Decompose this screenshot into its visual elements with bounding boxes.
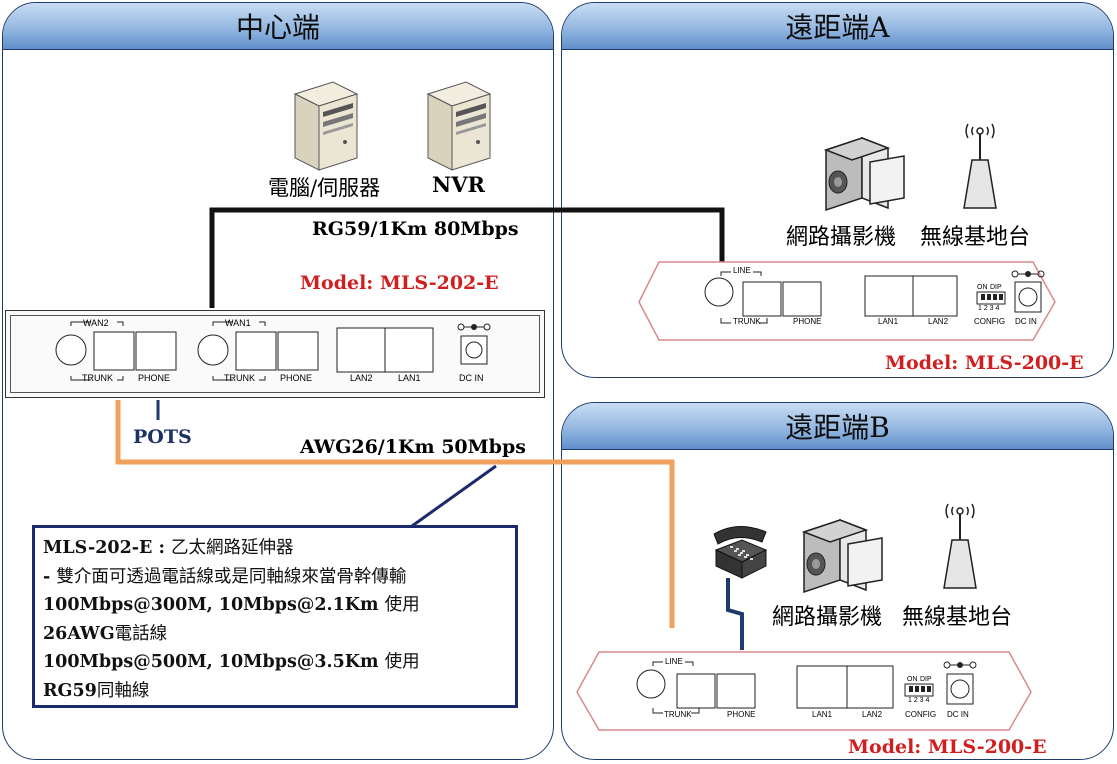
nvr-icon [426,81,492,171]
remote-a-lan1-label: LAN1 [878,317,899,326]
center-lan1-label: LAN1 [398,373,421,383]
server-icon [293,81,359,171]
wan1-trunk-label: TRUNK [224,373,255,383]
info-line-2: - 雙介面可透過電話線或是同軸線來當骨幹傳輸 [43,566,407,587]
remote-b-ap-icon [943,503,977,589]
remote-b-lan1-label: LAN1 [812,710,833,719]
remote-a-dip-numbers: 1 2 3 4 [978,305,1000,312]
coax-link-label: RG59/1Km 80Mbps [312,218,519,240]
remote-b-lan2-label: LAN2 [862,710,883,719]
center-model-label: Model: MLS-202-E [300,272,499,294]
remote-b-on-label: ON [907,676,918,683]
center-dcin-label: DC IN [459,373,484,383]
remote-b-device [576,651,1032,731]
wan1-phone-label: PHONE [280,373,313,383]
mls-202-e-ports [55,321,491,381]
remote-b-dcin-label: DC IN [947,710,969,719]
phone-wire [115,400,675,628]
server-label: 電腦/伺服器 [268,176,381,200]
remote-a-lan2-label: LAN2 [928,317,949,326]
remote-a-device [638,261,1056,341]
info-line-1: MLS-202-E : 乙太網路延伸器 [43,538,294,558]
info-line-6: RG59同軸線 [43,680,150,701]
remote-a-model-label: Model: MLS-200-E [885,352,1084,374]
remote-b-dip-numbers: 1 2 3 4 [908,697,930,704]
remote-a-camera-icon [823,136,905,212]
remote-b-config-label: CONFIG [905,710,937,719]
remote-b-panel-title: 遠距端B [562,403,1113,450]
remote-a-line-label: LINE [733,266,751,275]
info-line-4: 26AWG電話線 [43,623,168,644]
pots-label: POTS [133,426,192,448]
phone-link-label: AWG26/1Km 50Mbps [300,436,526,458]
remote-b-line-label: LINE [665,657,683,666]
remote-b-dip-label: DIP [920,676,932,683]
info-box: MLS-202-E : 乙太網路延伸器 - 雙介面可透過電話線或是同軸線來當骨幹… [32,525,518,708]
wan1-label: WAN1 [225,318,251,328]
remote-a-dcin-label: DC IN [1015,317,1037,326]
remote-b-camera-label: 網路攝影機 [772,605,883,630]
phone-cord [726,578,744,650]
remote-a-phone-label: PHONE [793,317,822,326]
coax-wire [209,207,725,308]
remote-b-trunk-label: TRUNK [664,710,692,719]
remote-b-model-label: Model: MLS-200-E [848,736,1047,758]
remote-b-camera-icon [801,518,883,594]
telephone-icon [713,526,768,579]
callout-line [411,464,497,528]
remote-a-config-label: CONFIG [974,317,1006,326]
remote-b-ap-label: 無線基地台 [902,605,1013,630]
remote-b-phone-label: PHONE [727,710,756,719]
remote-a-ap-label: 無線基地台 [920,225,1031,250]
remote-a-panel-title: 遠距端A [562,3,1113,50]
remote-a-trunk-label: TRUNK [733,317,761,326]
info-line-5: 100Mbps@500M, 10Mbps@3.5Km 使用 [43,652,420,672]
remote-a-camera-label: 網路攝影機 [786,225,897,250]
remote-a-dip-label: DIP [990,284,1002,291]
wan2-label: WAN2 [83,318,109,328]
wan2-trunk-label: TRUNK [82,373,113,383]
remote-a-ap-icon [963,123,997,209]
remote-a-on-label: ON [977,284,988,291]
center-panel-title: 中心端 [3,3,553,50]
info-line-3: 100Mbps@300M, 10Mbps@2.1Km 使用 [43,595,420,615]
center-lan2-label: LAN2 [350,373,373,383]
wan2-phone-label: PHONE [138,373,171,383]
nvr-label: NVR [432,172,485,197]
